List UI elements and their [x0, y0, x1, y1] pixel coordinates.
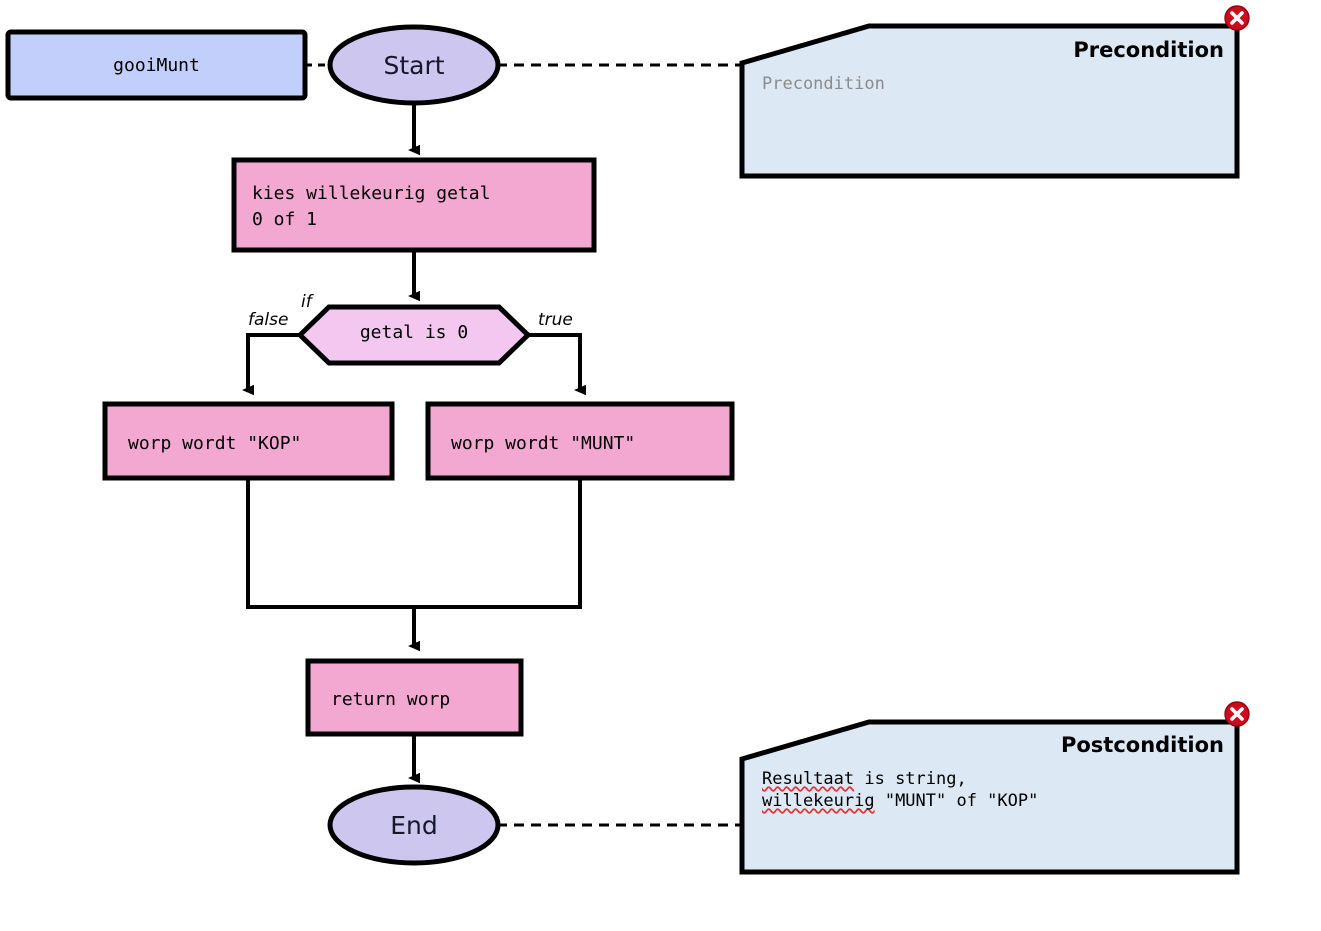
postcondition-box[interactable] — [739, 719, 1240, 875]
precondition-close-icon[interactable] — [1224, 5, 1250, 31]
postcondition-close-icon[interactable] — [1224, 701, 1250, 727]
connector-decision-false-kop — [242, 333, 300, 396]
connector-merge-munt — [414, 478, 582, 609]
connector-layer — [242, 63, 742, 827]
process-random-box[interactable] — [231, 157, 597, 253]
signature-box[interactable] — [5, 29, 308, 101]
precondition-box[interactable] — [739, 23, 1240, 179]
process-kop-box[interactable] — [102, 401, 395, 481]
start-node[interactable] — [327, 24, 501, 106]
connector-merge-kop — [246, 478, 414, 609]
process-return-box[interactable] — [305, 658, 524, 737]
end-node[interactable] — [327, 784, 501, 866]
process-munt-box[interactable] — [425, 401, 735, 481]
connector-decision-true-munt — [528, 333, 586, 396]
decision-node[interactable] — [296, 304, 532, 366]
